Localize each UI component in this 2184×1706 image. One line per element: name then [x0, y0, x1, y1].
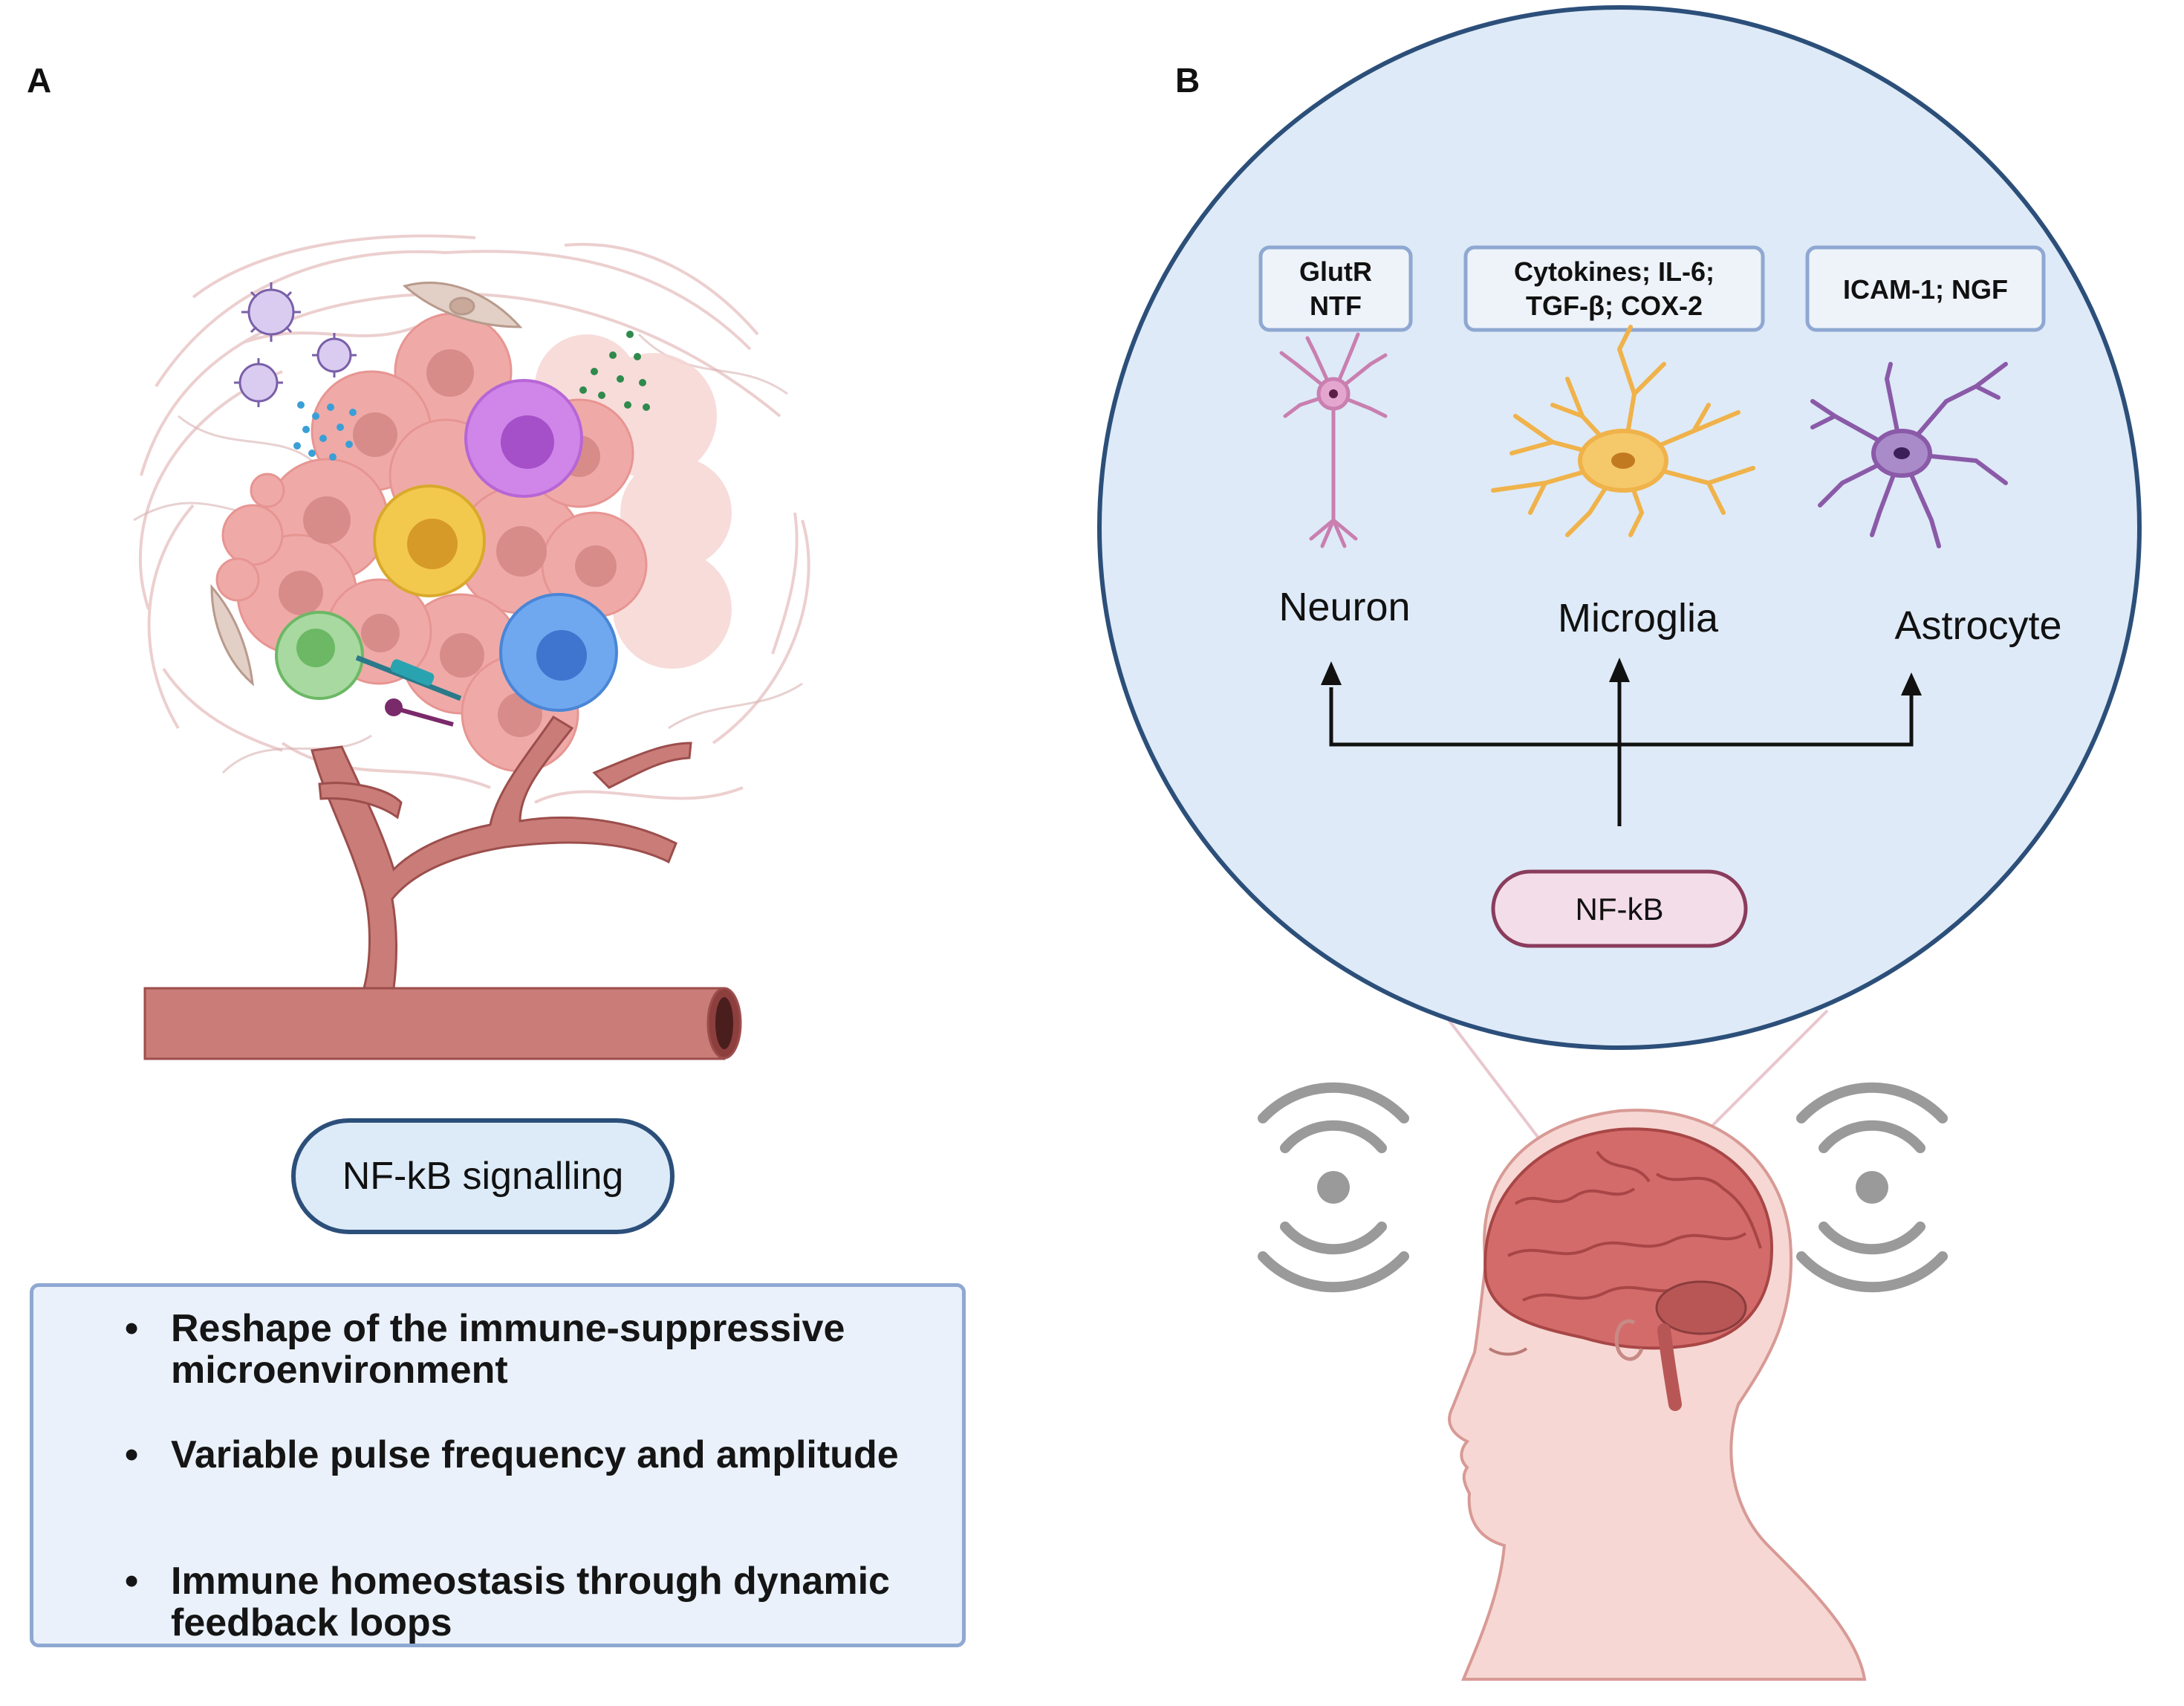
brain-folds [1507, 1150, 1762, 1302]
microglia-label: Microglia [1558, 596, 1719, 640]
effect-bullet-1: Reshape of the immune-suppressive microe… [125, 1308, 951, 1391]
nfkb-node: NF-kB [1491, 869, 1748, 948]
factor-box-neuron: GlutR NTF [1258, 245, 1413, 332]
left-signal-waves-icon [1258, 1082, 1409, 1293]
astrocyte-illustration [1810, 362, 2008, 548]
effect-bullet-2: Variable pulse frequency and amplitude [125, 1434, 951, 1476]
neuron-factor-line-2: NTF [1310, 291, 1362, 321]
microglia-illustration [1491, 325, 1755, 537]
astrocyte-factor-line-1: ICAM-1; NGF [1843, 274, 2008, 305]
microglia-factor-line-2: TGF-β; COX-2 [1526, 291, 1703, 321]
green-t-cell [275, 611, 462, 727]
neuron-label: Neuron [1278, 585, 1410, 629]
extracellular-matrix-fibers [138, 234, 810, 804]
purple-immune-cell [464, 379, 583, 498]
tumor-microenvironment-illustration [133, 234, 810, 1060]
tumor-cell-nuclei [279, 349, 617, 737]
fibroblast-cells [210, 282, 523, 687]
arrowheads [1321, 658, 1922, 695]
closed-eye-icon [1488, 1347, 1528, 1356]
nfkb-arrows [1329, 680, 1914, 826]
panel-a-label: A [27, 61, 51, 100]
blue-immune-cell [499, 593, 618, 712]
factor-box-microglia: Cytokines; IL-6; TGF-β; COX-2 [1463, 245, 1765, 332]
microglia-factor-line-1: Cytokines; IL-6; [1514, 256, 1715, 287]
blood-vessel [143, 715, 742, 1060]
nfkb-node-label: NF-kB [1576, 892, 1664, 927]
extracellular-matrix-fibers-2 [133, 333, 803, 774]
arrowhead-microglia-icon [1609, 658, 1630, 682]
right-signal-waves-icon [1796, 1082, 1948, 1293]
nfkb-signalling-label: NF-kB signalling [342, 1155, 624, 1198]
factor-box-astrocyte: ICAM-1; NGF [1805, 245, 2046, 332]
nfkb-signalling-pill: NF-kB signalling [291, 1118, 675, 1234]
astrocyte-label: Astrocyte [1894, 603, 2061, 648]
virus-spikes [234, 282, 357, 407]
arrowhead-neuron-icon [1321, 661, 1342, 685]
yellow-immune-cell [373, 484, 486, 597]
nfkb-effects-box: Reshape of the immune-suppressive microe… [30, 1283, 966, 1647]
ear-icon [1614, 1319, 1644, 1361]
effect-bullet-3: Immune homeostasis through dynamic feedb… [125, 1560, 951, 1644]
cerebellum-icon [1655, 1280, 1747, 1335]
neuron-factor-line-1: GlutR [1299, 256, 1372, 287]
panel-b-label: B [1175, 61, 1200, 100]
blue-cytokine-dots [293, 401, 357, 461]
green-cytokine-dots [579, 331, 650, 411]
human-head-illustration [1448, 1109, 1867, 1681]
neuron-illustration [1279, 332, 1388, 548]
arrowhead-astrocyte-icon [1901, 672, 1922, 695]
